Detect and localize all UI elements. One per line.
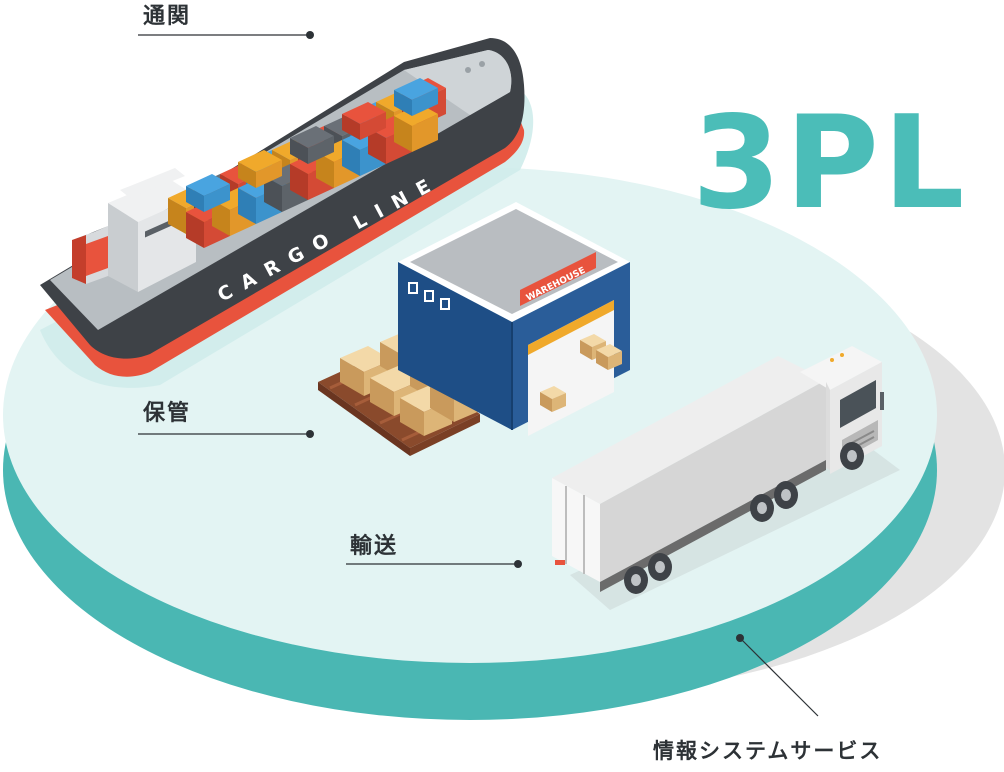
leader-customs-dot: [306, 31, 314, 39]
label-info-system: 情報システムサービス: [653, 741, 882, 762]
leader-storage-dot: [306, 430, 314, 438]
leader-info-dot: [736, 634, 744, 642]
label-customs: 通関: [143, 6, 191, 28]
label-storage: 保管: [143, 403, 191, 425]
title-3pl: 3PL: [692, 100, 968, 228]
leader-transport-dot: [514, 560, 522, 568]
label-transport: 輸送: [350, 536, 398, 558]
